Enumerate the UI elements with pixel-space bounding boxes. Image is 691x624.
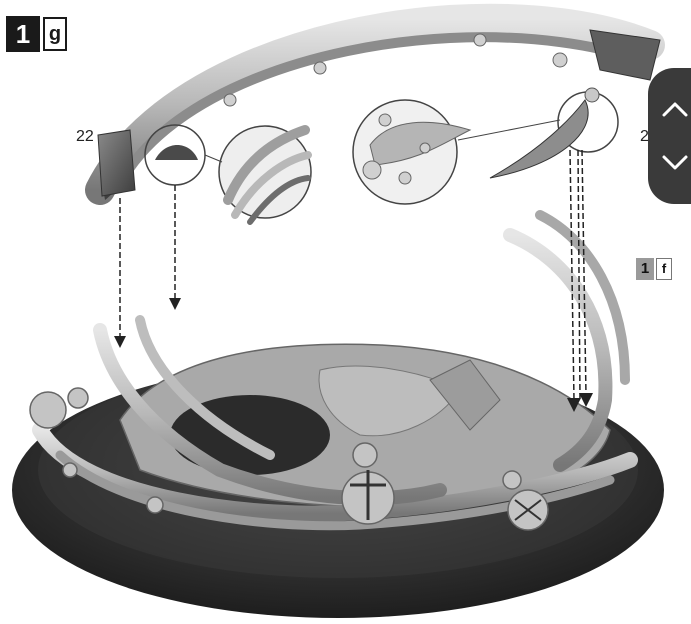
part-label-left: 22 [76, 128, 94, 146]
page-nav-control [648, 68, 691, 204]
claw-piece [490, 100, 588, 178]
chevron-up-icon [661, 99, 689, 119]
reference-step-number: 1 [636, 258, 654, 280]
bone-piece-end [98, 130, 135, 196]
next-page-button[interactable] [655, 143, 691, 183]
reference-step-letter: f [656, 258, 672, 280]
previous-page-button[interactable] [655, 89, 691, 129]
reference-step-badge: 1 f [636, 258, 672, 280]
chevron-down-icon [661, 153, 689, 173]
step-badge: 1 g [6, 16, 67, 52]
step-number: 1 [6, 16, 40, 52]
step-letter: g [43, 17, 67, 51]
